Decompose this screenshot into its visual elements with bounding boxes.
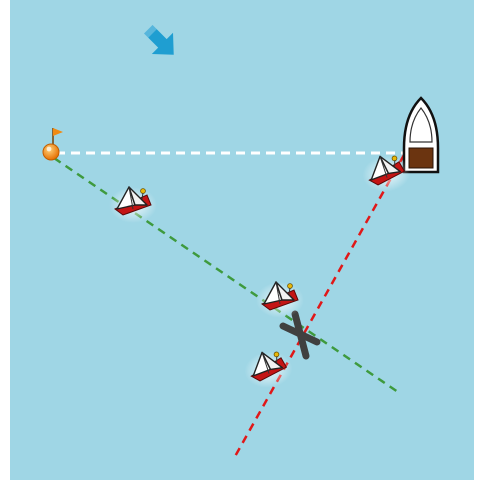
- sailboat-icon: [109, 187, 157, 223]
- water-background: [10, 0, 474, 480]
- sailboat-icon: [256, 282, 304, 318]
